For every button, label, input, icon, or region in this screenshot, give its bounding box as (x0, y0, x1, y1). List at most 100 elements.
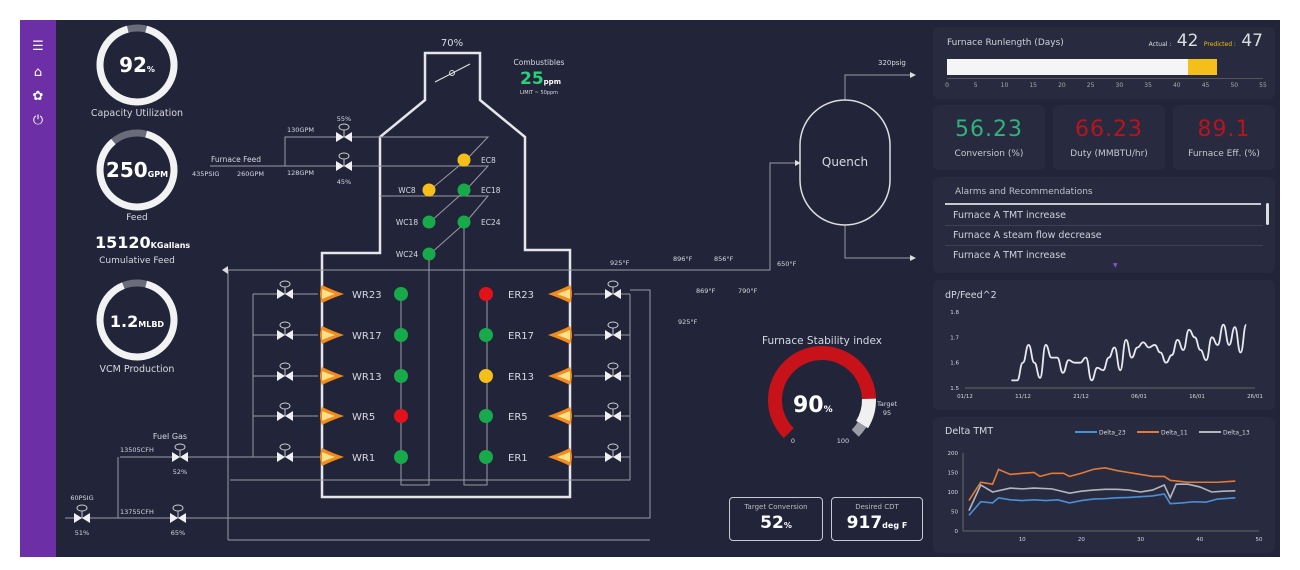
runlength-tick: 40 (1172, 82, 1181, 89)
home-icon[interactable]: ⌂ (33, 65, 43, 80)
vcm-label: VCM Production (100, 364, 175, 375)
runlength-values: Actual : 42 Predicted : 47 (1148, 31, 1263, 51)
coil-status-ec8[interactable] (457, 153, 471, 167)
flame-core-icon (557, 289, 570, 299)
x-tick-label: 30 (1137, 537, 1144, 543)
stability-title: Furnace Stability index (762, 335, 882, 347)
x-tick-label: 10 (1019, 537, 1026, 543)
kpi-value: 66.23 (1075, 117, 1143, 142)
burner-status-er23[interactable] (479, 287, 493, 301)
fuel-piping (65, 74, 915, 541)
coil-status-ec24[interactable] (457, 215, 471, 229)
menu-icon[interactable]: ☰ (32, 39, 44, 54)
legend-label: Delta_11 (1161, 430, 1188, 437)
alarm-item[interactable]: Furnace A TMT increase (945, 206, 1263, 226)
burner-status-wr13[interactable] (394, 369, 408, 383)
burner-status-er1[interactable] (479, 450, 493, 464)
series-line-delta-13 (968, 483, 1236, 512)
damper-icon (434, 63, 471, 83)
fuel-upper-valve-pct: 52% (173, 468, 187, 476)
y-tick-label: 200 (948, 451, 959, 457)
desired-cdt-box: Desired CDT 917deg F (831, 497, 923, 541)
damper-value: 70% (441, 38, 463, 49)
temp-856: 856°F (714, 255, 734, 263)
burner-status-er5[interactable] (479, 409, 493, 423)
burner-label: ER5 (508, 412, 528, 423)
burner-status-wr5[interactable] (394, 409, 408, 423)
runlength-tick: 35 (1144, 82, 1152, 89)
flame-core-icon (322, 452, 335, 462)
burner-valve-er23-actuator (607, 280, 619, 288)
coil-status-wc18[interactable] (422, 215, 436, 229)
lower-feed-flow: 128GPM (287, 169, 314, 177)
coil-label: WC18 (396, 218, 418, 227)
alarm-item[interactable]: Furnace A steam flow decrease (945, 226, 1263, 246)
y-tick-label: 1.5 (950, 386, 959, 392)
flame-core-icon (557, 371, 570, 381)
coil-status-ec18[interactable] (457, 183, 471, 197)
flame-core-icon (557, 411, 570, 421)
stability-value: 90% (793, 393, 833, 418)
fuel-supply-valve-actuator (76, 504, 88, 512)
x-tick-label: 20 (1078, 537, 1085, 543)
fuel-upper-flow: 13505CFH (120, 446, 154, 454)
runlength-actual-fill (947, 59, 1189, 75)
y-tick-label: 1.6 (950, 361, 959, 367)
coil-status-wc8[interactable] (422, 183, 436, 197)
series-line-delta-23 (968, 493, 1236, 516)
runlength-tick: 45 (1201, 82, 1210, 89)
burner-label: ER13 (508, 372, 534, 383)
feed-gauge-fill (96, 130, 178, 211)
feed-gauge-value: 250GPM (106, 158, 168, 182)
lower-feed-valve-pct: 45% (337, 178, 351, 186)
x-tick-label: 06/01 (1131, 394, 1147, 400)
burner-label: WR1 (352, 453, 375, 464)
x-tick-label: 50 (1256, 537, 1263, 543)
gear-icon[interactable]: ✿ (32, 89, 44, 104)
runlength-tick: 25 (1086, 82, 1095, 89)
alarms-scrollbar[interactable] (1266, 203, 1269, 225)
y-tick-label: 0 (955, 529, 959, 535)
burner-status-wr17[interactable] (394, 328, 408, 342)
feed-pressure: 435PSIG (192, 170, 219, 178)
runlength-tick: 5 (973, 82, 978, 89)
stability-target: 95 (883, 409, 891, 417)
quench-pressure: 320psig (878, 59, 906, 67)
temp-790: 790°F (738, 287, 758, 295)
furnace-outline (320, 51, 572, 499)
power-icon[interactable]: ⏻ (32, 113, 44, 128)
scroll-down-icon[interactable]: ▼ (1113, 262, 1118, 269)
fuel-gas-label: Fuel Gas (153, 432, 187, 441)
desired-cdt-label: Desired CDT (855, 503, 899, 511)
burner-label: ER1 (508, 453, 528, 464)
upper-feed-valve-pct: 55% (337, 115, 351, 123)
coil-status-wc24[interactable] (422, 247, 436, 261)
runlength-predicted-fill (1188, 59, 1218, 75)
stability-min: 0 (791, 437, 795, 445)
sidebar: ☰ ⌂ ✿ ⏻ (20, 20, 56, 557)
alarm-item[interactable]: Furnace A TMT increase (953, 250, 1067, 261)
flame-core-icon (322, 371, 335, 381)
target-conversion-box: Target Conversion 52% (729, 497, 823, 541)
burner-status-er17[interactable] (479, 328, 493, 342)
quench-label: Quench (822, 155, 868, 169)
feed-lines (210, 136, 380, 167)
runlength-tick: 15 (1029, 82, 1037, 89)
coil-label: EC24 (481, 218, 501, 227)
burner-label: WR23 (352, 290, 382, 301)
burner-valve-wr13-actuator (279, 362, 291, 370)
flame-core-icon (557, 330, 570, 340)
combustibles-limit: LIMIT ~ 50ppm (520, 90, 558, 96)
y-tick-label: 1.7 (950, 335, 959, 341)
fuel-supply-valve-pct: 51% (75, 529, 89, 537)
flow-arrows (222, 72, 916, 274)
burner-status-wr1[interactable] (394, 450, 408, 464)
stability-arc-value (768, 346, 876, 439)
burner-status-wr23[interactable] (394, 287, 408, 301)
burner-valve-er13-actuator (607, 362, 619, 370)
flame-core-icon (322, 411, 335, 421)
runlength-tick: 50 (1230, 82, 1239, 89)
burner-status-er13[interactable] (479, 369, 493, 383)
